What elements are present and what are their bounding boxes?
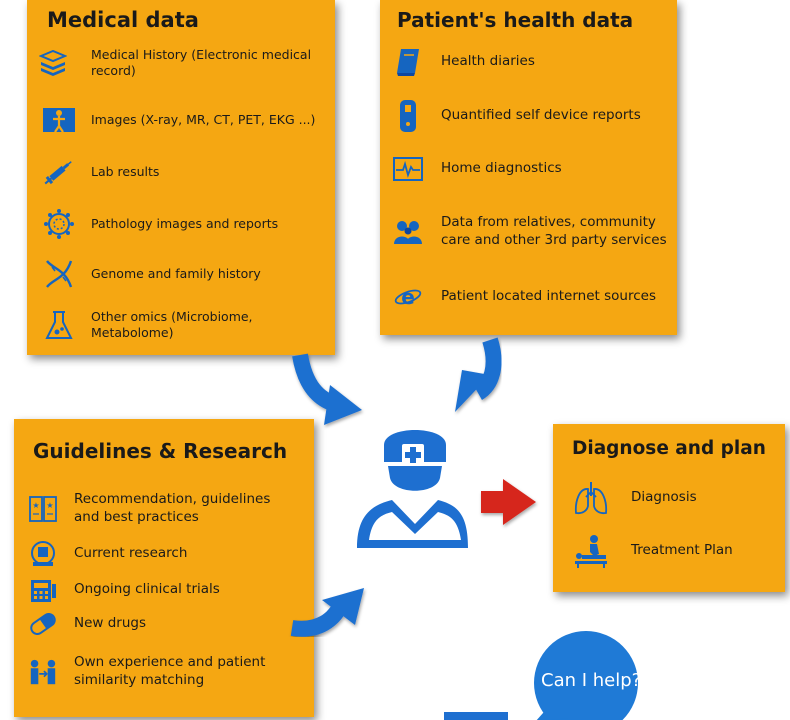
list-item: Treatment Plan (573, 534, 778, 568)
medical-data-box: Medical data Medical History (Electronic… (27, 0, 335, 355)
list-item: Diagnosis (573, 480, 778, 516)
patient-match-icon (28, 657, 58, 687)
help-bubble-text[interactable]: Can I help? (541, 670, 642, 691)
partial-bottom-box (444, 712, 508, 720)
item-label: Patient located internet sources (441, 288, 656, 305)
item-label: Other omics (Microbiome, Metabolome) (91, 308, 253, 340)
guidelines-research-box: Guidelines & Research ★ ★ Recommendation… (14, 419, 314, 717)
item-label: Quantified self device reports (441, 107, 641, 124)
arrow-from-guidelines (290, 588, 364, 637)
item-label: Diagnosis (631, 489, 697, 506)
item-label: Current research (74, 545, 188, 562)
people-group-icon (393, 218, 423, 246)
internet-explorer-icon: e (393, 284, 423, 310)
wearable-device-icon (393, 99, 423, 133)
list-item: Genome and family history (43, 259, 333, 289)
list-item: Pathology images and reports (43, 208, 333, 240)
list-item: Current research (28, 541, 308, 567)
list-item: Quantified self device reports (393, 99, 673, 133)
doctor-icon (357, 430, 468, 548)
patient-health-data-title: Patient's health data (397, 8, 634, 32)
microscope-icon (28, 541, 58, 567)
help-bubble (534, 631, 638, 720)
item-label: Health diaries (441, 53, 535, 70)
item-label: Pathology images and reports (91, 215, 279, 231)
guidelines-research-title: Guidelines & Research (33, 439, 288, 463)
guideline-docs-icon: ★ ★ (28, 495, 58, 523)
svg-text:e: e (401, 285, 415, 309)
arrow-from-medical-data (292, 353, 362, 425)
diagnose-plan-title: Diagnose and plan (572, 438, 766, 459)
flask-icon (43, 308, 75, 342)
pill-icon (28, 613, 58, 635)
item-label: Medical History (Electronic medical reco… (91, 47, 312, 79)
list-item: Home diagnostics (393, 157, 673, 181)
list-item: Data from relatives, community care and … (393, 214, 673, 249)
list-item: Health diaries (393, 47, 673, 77)
svg-text:★: ★ (32, 501, 39, 510)
records-stack-icon (39, 50, 67, 77)
item-label: Images (X-ray, MR, CT, PET, EKG ...) (91, 111, 316, 127)
book-icon (393, 47, 423, 77)
item-label: Genome and family history (91, 265, 261, 281)
xray-body-icon (43, 106, 75, 134)
item-label: New drugs (74, 615, 147, 632)
item-label: Data from relatives, community care and … (441, 214, 667, 248)
item-label: Lab results (91, 163, 160, 179)
arrow-from-patient-data (455, 337, 502, 412)
list-item: e Patient located internet sources (393, 284, 673, 310)
item-label: Treatment Plan (631, 542, 733, 559)
treatment-icon (573, 534, 609, 568)
arrow-to-diagnose (481, 479, 536, 525)
list-item: Other omics (Microbiome, Metabolome) (43, 308, 338, 342)
diagnose-plan-box: Diagnose and plan Diagnosis Treatm (553, 424, 785, 592)
item-label: Recommendation, guidelines and best prac… (74, 491, 271, 525)
item-label: Ongoing clinical trials (74, 581, 220, 598)
list-item: Lab results (43, 158, 333, 186)
list-item: Images (X-ray, MR, CT, PET, EKG ...) (43, 106, 333, 134)
medical-data-title: Medical data (47, 8, 199, 32)
calculator-icon (28, 576, 58, 604)
syringe-icon (43, 158, 75, 186)
heart-monitor-icon (393, 157, 423, 181)
list-item: ★ ★ Recommendation, guidelines and best … (28, 491, 308, 526)
list-item: Medical History (Electronic medical reco… (39, 47, 329, 80)
virus-cell-icon (43, 208, 75, 240)
patient-health-data-box: Patient's health data Health diaries Qua… (380, 0, 677, 335)
item-label: Own experience and patient similarity ma… (74, 654, 266, 688)
dna-icon (43, 259, 75, 289)
item-label: Home diagnostics (441, 160, 562, 177)
list-item: Ongoing clinical trials (28, 576, 308, 604)
lungs-icon (573, 480, 609, 516)
svg-text:★: ★ (46, 501, 53, 510)
list-item: Own experience and patient similarity ma… (28, 654, 308, 689)
list-item: New drugs (28, 613, 308, 635)
